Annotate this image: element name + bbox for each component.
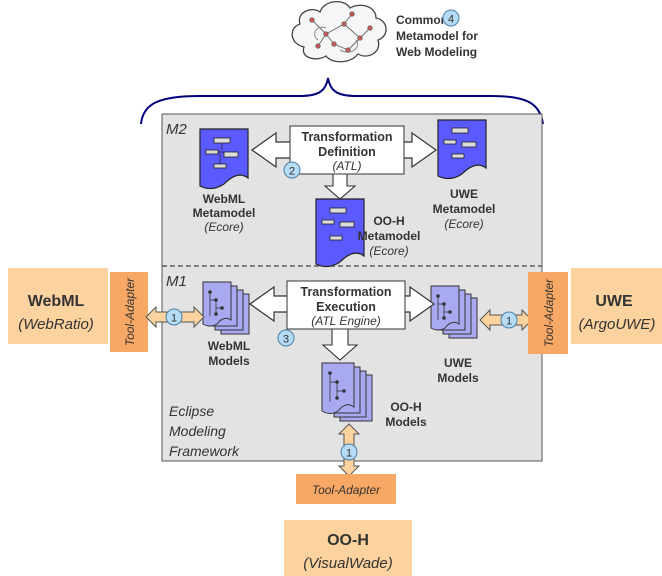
uwe-metamodel-subtitle: Metamodel bbox=[433, 202, 496, 216]
layer-m2-label: M2 bbox=[166, 121, 187, 138]
m1-down-arrow bbox=[321, 328, 359, 361]
webml-metamodel-subtitle: Metamodel bbox=[193, 206, 256, 220]
m2-transformation-subtitle: Definition bbox=[318, 145, 376, 159]
uwe-tool-adapter[interactable] bbox=[528, 272, 568, 354]
svg-text:1: 1 bbox=[171, 313, 177, 325]
webml-adapter-label: Tool-Adapter bbox=[123, 277, 137, 346]
m1-transformation-engine: (ATL Engine) bbox=[311, 314, 381, 328]
ooh-tool-name: OO-H bbox=[327, 532, 369, 549]
ooh-models-stack-icon bbox=[321, 362, 373, 422]
ooh-metamodel-title: OO-H bbox=[373, 214, 404, 228]
ooh-models-subtitle: Models bbox=[385, 415, 427, 429]
uwe-tool-app: (ArgoUWE) bbox=[579, 316, 656, 333]
common-metamodel-label-1: Common bbox=[396, 13, 448, 27]
step-2-badge: 2 bbox=[283, 161, 301, 179]
uwe-models-title: UWE bbox=[444, 356, 472, 370]
common-metamodel-label-3: Web Modeling bbox=[396, 45, 477, 59]
ooh-metamodel-doc-icon bbox=[315, 198, 365, 268]
step-3-badge: 3 bbox=[277, 329, 295, 347]
webml-step-1-badge: 1 bbox=[165, 308, 183, 326]
webml-metamodel-title: WebML bbox=[203, 192, 245, 206]
uwe-models-stack-icon bbox=[430, 285, 478, 339]
ooh-metamodel-format: (Ecore) bbox=[369, 244, 408, 258]
uwe-adapter-label: Tool-Adapter bbox=[542, 278, 556, 347]
svg-text:1: 1 bbox=[346, 448, 352, 460]
svg-text:3: 3 bbox=[283, 334, 289, 346]
emf-label-1: Eclipse bbox=[169, 403, 214, 419]
layer-m1-label: M1 bbox=[166, 273, 187, 290]
svg-text:4: 4 bbox=[448, 14, 454, 26]
ooh-tool-app: (VisualWade) bbox=[303, 555, 393, 572]
m2-transformation-lang: (ATL) bbox=[332, 159, 361, 173]
network-graph-icon bbox=[309, 11, 373, 53]
webml-metamodel-format: (Ecore) bbox=[204, 220, 243, 234]
ooh-models-title: OO-H bbox=[390, 400, 421, 414]
webml-metamodel-doc-icon bbox=[199, 128, 249, 190]
common-metamodel-label-2: Metamodel for bbox=[396, 29, 478, 43]
ooh-step-1-badge: 1 bbox=[340, 443, 358, 461]
webml-models-subtitle: Models bbox=[208, 354, 250, 368]
m1-transformation-subtitle: Execution bbox=[316, 300, 376, 314]
uwe-tool-name: UWE bbox=[595, 293, 633, 310]
uwe-metamodel-format: (Ecore) bbox=[444, 217, 483, 231]
svg-text:2: 2 bbox=[289, 166, 295, 178]
m1-transformation-title: Transformation bbox=[301, 285, 392, 299]
uwe-tool-box[interactable] bbox=[571, 268, 662, 344]
webml-tool-adapter[interactable] bbox=[110, 272, 148, 352]
ooh-adapter-label: Tool-Adapter bbox=[312, 483, 381, 497]
curly-brace bbox=[140, 77, 544, 125]
webml-tool-name: WebML bbox=[28, 293, 85, 310]
m2-transformation-box bbox=[289, 125, 405, 175]
emf-label-3: Framework bbox=[169, 443, 240, 459]
ooh-tool-box[interactable] bbox=[284, 520, 412, 576]
emf-label-2: Modeling bbox=[169, 423, 226, 439]
uwe-metamodel-doc-icon bbox=[437, 119, 487, 180]
svg-text:1: 1 bbox=[506, 316, 512, 328]
webml-tool-app: (WebRatio) bbox=[18, 316, 94, 333]
common-metamodel-cloud bbox=[291, 1, 387, 63]
uwe-metamodel-title: UWE bbox=[450, 187, 478, 201]
ooh-metamodel-subtitle: Metamodel bbox=[358, 229, 421, 243]
webml-tool-box[interactable] bbox=[8, 268, 108, 344]
uwe-models-subtitle: Models bbox=[437, 371, 479, 385]
m1-transformation-box bbox=[286, 280, 406, 330]
m2-transformation-title: Transformation bbox=[302, 130, 393, 144]
uwe-step-1-badge: 1 bbox=[500, 311, 518, 329]
m2-down-arrow bbox=[323, 173, 357, 200]
webml-models-stack-icon bbox=[202, 281, 250, 335]
webml-models-title: WebML bbox=[208, 339, 250, 353]
ooh-tool-adapter[interactable] bbox=[296, 474, 396, 504]
step-4-badge: 4 bbox=[442, 9, 460, 27]
